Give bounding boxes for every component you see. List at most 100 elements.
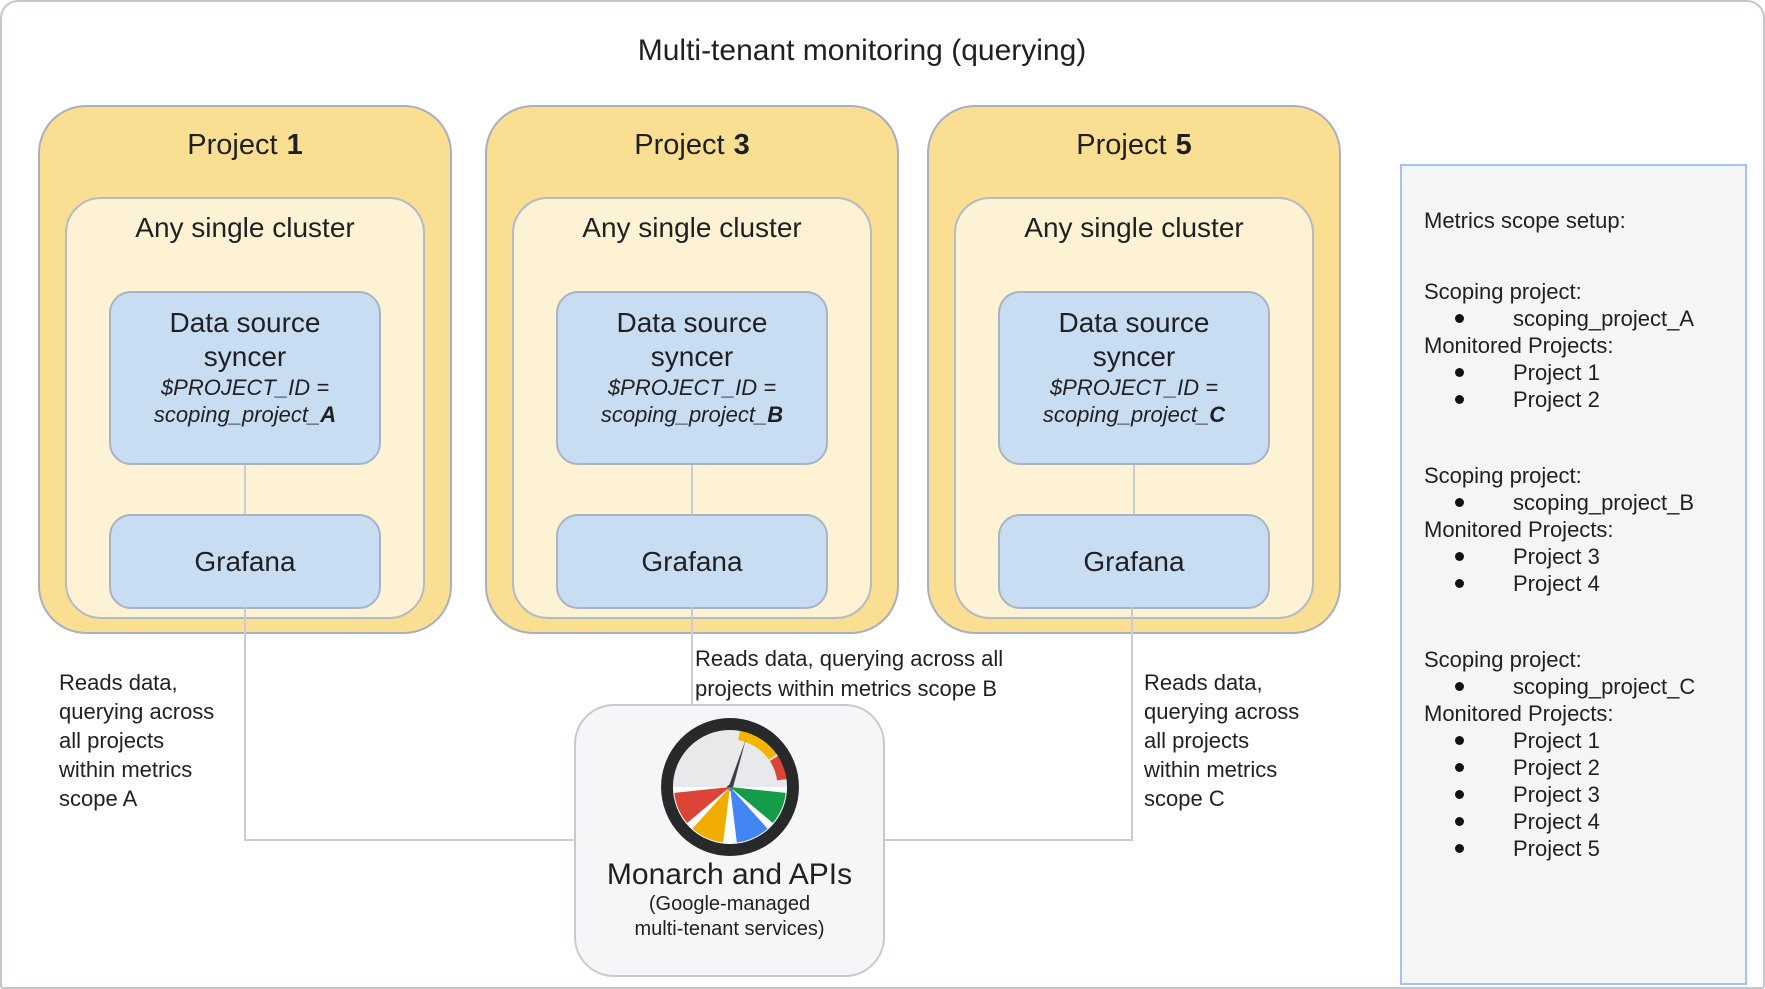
syncer-project-id-line: $PROJECT_ID = bbox=[1049, 375, 1219, 400]
list-item: scoping_project_A bbox=[1424, 305, 1735, 332]
cluster-label: Any single cluster bbox=[582, 212, 802, 243]
monitored-project: Project 1 bbox=[1513, 728, 1600, 753]
syncer-title-line: syncer bbox=[1092, 341, 1176, 372]
scoping-project-label: Scoping project: bbox=[1424, 647, 1582, 672]
syncer-grafana-connector bbox=[1133, 465, 1135, 516]
connector-project-5-vertical bbox=[1131, 607, 1133, 841]
connector-project-1-vertical bbox=[244, 607, 246, 841]
project-3-grafana: Grafana bbox=[556, 514, 828, 609]
project-label: Project bbox=[187, 129, 278, 161]
cloud-monitoring-gauge-icon bbox=[660, 718, 799, 856]
monarch-box: Monarch and APIs (Google-managed multi-t… bbox=[574, 704, 885, 977]
scope-group-b: Scoping project: scoping_project_B Monit… bbox=[1424, 462, 1735, 597]
syncer-scoping-line: scoping_project_B bbox=[558, 401, 826, 428]
project-label: Project bbox=[1076, 129, 1167, 161]
scope-group-c: Scoping project: scoping_project_C Monit… bbox=[1424, 646, 1735, 862]
syncer-title-line: Data source bbox=[616, 307, 768, 338]
monitored-project: Project 4 bbox=[1513, 571, 1600, 596]
list-item: scoping_project_B bbox=[1424, 489, 1735, 516]
label-line: querying across bbox=[59, 699, 215, 724]
label-line: within metrics bbox=[1144, 757, 1278, 782]
label-line: Reads data, bbox=[1144, 670, 1263, 695]
monarch-subtitle-line: (Google-managed bbox=[648, 893, 811, 915]
bullet-icon bbox=[1455, 790, 1464, 799]
monarch-title: Monarch and APIs bbox=[606, 858, 853, 891]
list-item: Project 1 bbox=[1424, 359, 1735, 386]
reads-data-label-scope-c: Reads data, querying across all projects… bbox=[1144, 668, 1299, 813]
monitored-project: Project 2 bbox=[1513, 755, 1600, 780]
connector-right-horizontal bbox=[883, 839, 1133, 841]
bullet-icon bbox=[1455, 395, 1464, 404]
monitored-projects-label: Monitored Projects: bbox=[1424, 517, 1614, 542]
syncer-scoping-line: scoping_project_C bbox=[1000, 401, 1268, 428]
diagram-title: Multi-tenant monitoring (querying) bbox=[637, 34, 1087, 67]
scoping-project-value: scoping_project_C bbox=[1513, 674, 1696, 699]
label-line: within metrics bbox=[59, 757, 193, 782]
connector-left-horizontal bbox=[244, 839, 579, 841]
bullet-icon bbox=[1455, 817, 1464, 826]
scoping-project-label: Scoping project: bbox=[1424, 279, 1582, 304]
project-5-data-source-syncer: Data source syncer $PROJECT_ID = scoping… bbox=[998, 291, 1270, 465]
project-number: 3 bbox=[733, 129, 750, 161]
project-3-data-source-syncer: Data source syncer $PROJECT_ID = scoping… bbox=[556, 291, 828, 465]
monitored-projects-label: Monitored Projects: bbox=[1424, 701, 1614, 726]
reads-data-label-scope-a: Reads data, querying across all projects… bbox=[59, 668, 214, 813]
monitored-project: Project 3 bbox=[1513, 782, 1600, 807]
project-5-cluster-box: Any single cluster Data source syncer $P… bbox=[954, 197, 1314, 619]
syncer-title-line: Data source bbox=[1058, 307, 1210, 338]
project-5-grafana: Grafana bbox=[998, 514, 1270, 609]
list-item: Project 1 bbox=[1424, 727, 1735, 754]
syncer-project-id-line: $PROJECT_ID = bbox=[607, 375, 777, 400]
scoping-letter: A bbox=[320, 402, 337, 427]
label-line: all projects bbox=[1144, 728, 1250, 753]
project-1-cluster-box: Any single cluster Data source syncer $P… bbox=[65, 197, 425, 619]
project-3-cluster-box: Any single cluster Data source syncer $P… bbox=[512, 197, 872, 619]
reads-data-label-scope-b: Reads data, querying across all projects… bbox=[695, 644, 1003, 704]
project-label: Project bbox=[634, 129, 725, 161]
syncer-scoping-line: scoping_project_A bbox=[111, 401, 379, 428]
syncer-grafana-connector bbox=[691, 465, 693, 516]
monitored-project: Project 1 bbox=[1513, 360, 1600, 385]
project-number: 1 bbox=[286, 129, 303, 161]
scoping-prefix: scoping_project_ bbox=[600, 402, 768, 427]
cluster-label: Any single cluster bbox=[1024, 212, 1244, 243]
list-item: Project 3 bbox=[1424, 543, 1735, 570]
bullet-icon bbox=[1455, 844, 1464, 853]
bullet-icon bbox=[1455, 763, 1464, 772]
label-line: scope C bbox=[1144, 786, 1225, 811]
label-line: projects within metrics scope B bbox=[695, 676, 997, 701]
monitored-project: Project 2 bbox=[1513, 387, 1600, 412]
list-item: scoping_project_C bbox=[1424, 673, 1735, 700]
list-item: Project 4 bbox=[1424, 570, 1735, 597]
bullet-icon bbox=[1455, 314, 1464, 323]
label-line: scope A bbox=[59, 786, 138, 811]
list-item: Project 2 bbox=[1424, 754, 1735, 781]
bullet-icon bbox=[1455, 498, 1464, 507]
bullet-icon bbox=[1455, 552, 1464, 561]
label-line: querying across bbox=[1144, 699, 1300, 724]
label-line: Reads data, bbox=[59, 670, 178, 695]
syncer-grafana-connector bbox=[244, 465, 246, 516]
project-1-grafana: Grafana bbox=[109, 514, 381, 609]
list-item: Project 3 bbox=[1424, 781, 1735, 808]
list-item: Project 5 bbox=[1424, 835, 1735, 862]
bullet-icon bbox=[1455, 368, 1464, 377]
project-1-data-source-syncer: Data source syncer $PROJECT_ID = scoping… bbox=[109, 291, 381, 465]
syncer-title-line: Data source bbox=[169, 307, 321, 338]
bullet-icon bbox=[1455, 579, 1464, 588]
bullet-icon bbox=[1455, 736, 1464, 745]
label-line: all projects bbox=[59, 728, 165, 753]
monitored-project: Project 5 bbox=[1513, 836, 1600, 861]
monitored-project: Project 4 bbox=[1513, 809, 1600, 834]
monitored-projects-label: Monitored Projects: bbox=[1424, 333, 1614, 358]
label-line: Reads data, querying across all bbox=[695, 646, 1004, 671]
list-item: Project 4 bbox=[1424, 808, 1735, 835]
scoping-project-label: Scoping project: bbox=[1424, 463, 1582, 488]
scoping-project-value: scoping_project_A bbox=[1513, 306, 1695, 331]
project-number: 5 bbox=[1175, 129, 1192, 161]
